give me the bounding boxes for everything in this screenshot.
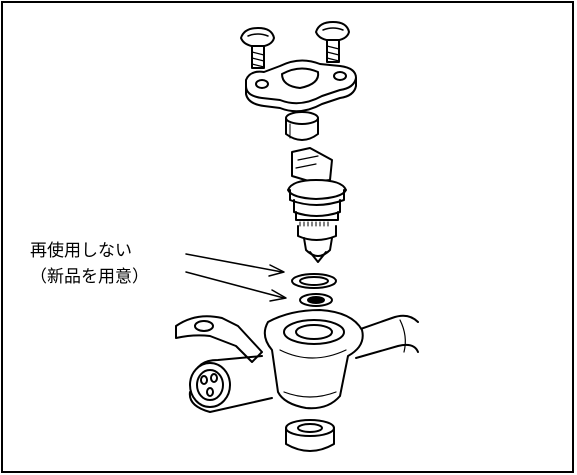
callout-text-reuse: 再使用しない [30,241,132,261]
screw-left [240,27,275,69]
fuel-injector [287,147,347,263]
screw-right [315,21,350,63]
arrow-to-o-ring [185,253,283,273]
callout-text-new-part: （新品を用意） [30,267,149,287]
upper-cushion-ring [285,111,319,141]
insulator-seal [299,293,333,307]
lower-insulator [285,419,335,452]
o-ring [291,273,337,289]
arrow-to-seal [185,271,285,299]
fuel-delivery-pipe [175,309,419,413]
injector-retainer-cap [245,59,357,113]
callout-arrows [185,253,287,302]
